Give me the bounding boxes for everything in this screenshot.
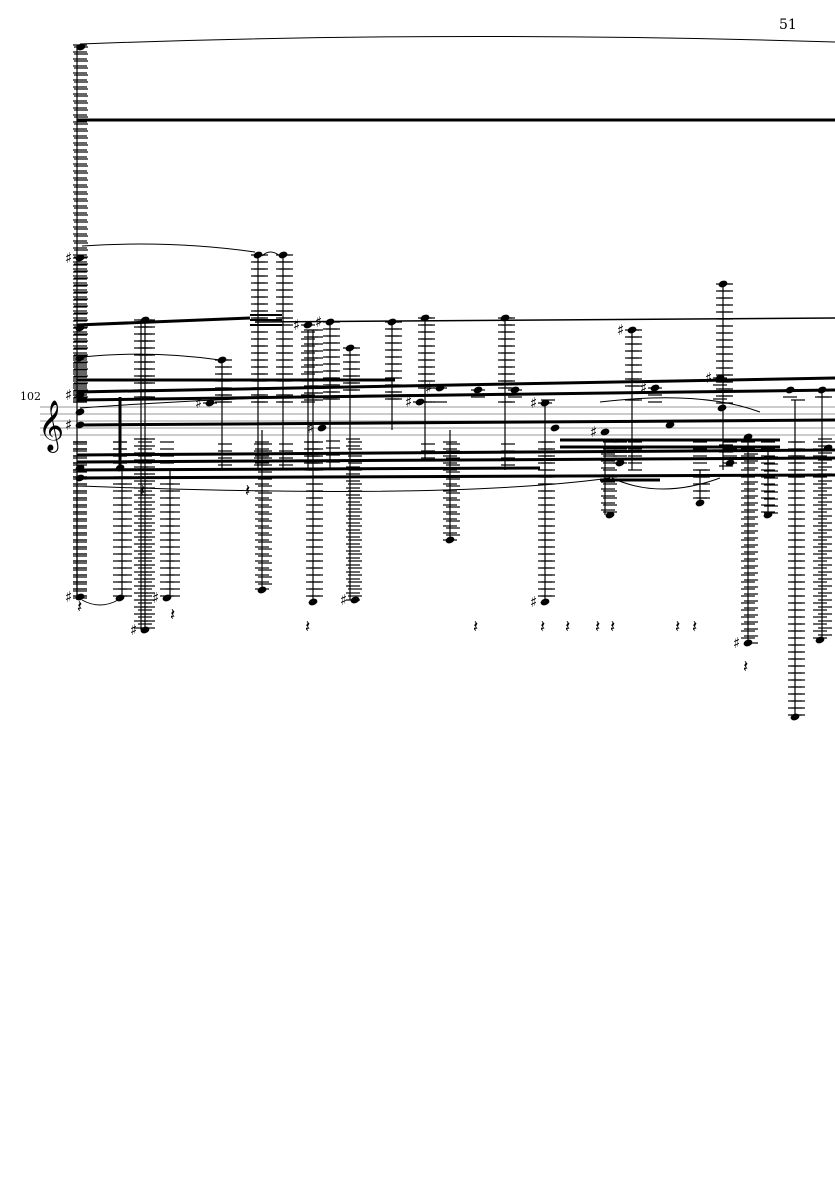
slur xyxy=(81,599,119,606)
notehead xyxy=(435,384,445,392)
notehead xyxy=(115,464,125,472)
notehead xyxy=(823,444,833,452)
notehead xyxy=(510,386,520,394)
ties-slurs xyxy=(79,35,835,606)
sharp-icon: ♯ xyxy=(315,313,322,331)
notehead xyxy=(76,43,86,51)
sharp-icon: ♯ xyxy=(530,593,537,611)
quarter-rest-icon: 𝄽 xyxy=(77,597,82,617)
notehead xyxy=(317,424,327,432)
sharp-icon: ♯ xyxy=(65,416,72,434)
sharp-icon: ♯ xyxy=(130,621,137,639)
notehead xyxy=(665,421,675,429)
beams xyxy=(76,118,835,482)
beam xyxy=(76,376,835,394)
sharp-icon: ♯ xyxy=(590,423,597,441)
slur xyxy=(79,477,611,492)
notehead xyxy=(350,596,360,604)
sharp-icon: ♯ xyxy=(705,369,712,387)
measure-number: 102 xyxy=(20,390,41,403)
notehead xyxy=(815,636,825,644)
slur xyxy=(79,35,835,45)
notehead xyxy=(743,433,753,441)
notehead xyxy=(162,594,172,602)
notehead xyxy=(75,391,85,399)
quarter-rest-icon: 𝄽 xyxy=(305,617,310,637)
sharp-icon: ♯ xyxy=(152,589,159,607)
notehead xyxy=(205,399,215,407)
quarter-rest-icon: 𝄽 xyxy=(675,617,680,637)
notehead xyxy=(75,593,85,601)
notehead xyxy=(550,424,560,432)
sharp-icon: ♯ xyxy=(733,634,740,652)
notes: ♯♯♯♯♯♯♯♯♯♯♯♯♯♯♯♯♯♯♯♯𝄽𝄽𝄽𝄽𝄽𝄽𝄽𝄽𝄽𝄽𝄽𝄽𝄽 xyxy=(65,43,833,721)
notehead xyxy=(715,374,725,382)
beam xyxy=(76,473,835,480)
beam xyxy=(76,456,835,464)
sharp-icon: ♯ xyxy=(340,591,347,609)
notehead xyxy=(650,384,660,392)
notehead xyxy=(75,324,85,332)
notehead xyxy=(725,459,735,467)
notehead xyxy=(75,354,85,362)
notehead xyxy=(75,254,85,262)
notehead xyxy=(415,398,425,406)
sharp-icon: ♯ xyxy=(640,379,647,397)
notehead xyxy=(605,511,615,519)
notehead xyxy=(785,386,795,394)
sharp-icon: ♯ xyxy=(65,386,72,404)
quarter-rest-icon: 𝄽 xyxy=(743,657,748,677)
slur xyxy=(79,394,521,409)
sharp-icon: ♯ xyxy=(617,321,624,339)
notehead xyxy=(717,404,727,412)
quarter-rest-icon: 𝄽 xyxy=(473,617,478,637)
notehead xyxy=(75,464,85,472)
slur xyxy=(599,397,761,413)
notehead xyxy=(75,474,85,482)
sharp-icon: ♯ xyxy=(307,419,314,437)
sharp-icon: ♯ xyxy=(65,588,72,606)
beam xyxy=(76,448,835,457)
quarter-rest-icon: 𝄽 xyxy=(540,617,545,637)
quarter-rest-icon: 𝄽 xyxy=(595,617,600,637)
slur xyxy=(611,477,721,490)
page-number: 51 xyxy=(779,17,797,33)
sharp-icon: ♯ xyxy=(195,394,202,412)
notehead xyxy=(473,386,483,394)
quarter-rest-icon: 𝄽 xyxy=(610,617,615,637)
slur xyxy=(261,251,281,257)
quarter-rest-icon: 𝄽 xyxy=(565,617,570,637)
notehead xyxy=(303,321,313,329)
notehead xyxy=(75,408,85,416)
notehead xyxy=(75,421,85,429)
sharp-icon: ♯ xyxy=(425,379,432,397)
notehead xyxy=(600,428,610,436)
slur xyxy=(81,243,256,253)
quarter-rest-icon: 𝄽 xyxy=(140,481,145,501)
sharp-icon: ♯ xyxy=(65,249,72,267)
quarter-rest-icon: 𝄽 xyxy=(170,605,175,625)
sharp-icon: ♯ xyxy=(530,394,537,412)
notehead xyxy=(615,459,625,467)
sharp-icon: ♯ xyxy=(405,393,412,411)
beam xyxy=(254,317,835,323)
slur xyxy=(81,353,221,361)
beam xyxy=(76,316,251,327)
treble-clef-icon: 𝄞 xyxy=(38,400,64,453)
sharp-icon: ♯ xyxy=(293,316,300,334)
beam xyxy=(76,418,835,427)
quarter-rest-icon: 𝄽 xyxy=(692,617,697,637)
